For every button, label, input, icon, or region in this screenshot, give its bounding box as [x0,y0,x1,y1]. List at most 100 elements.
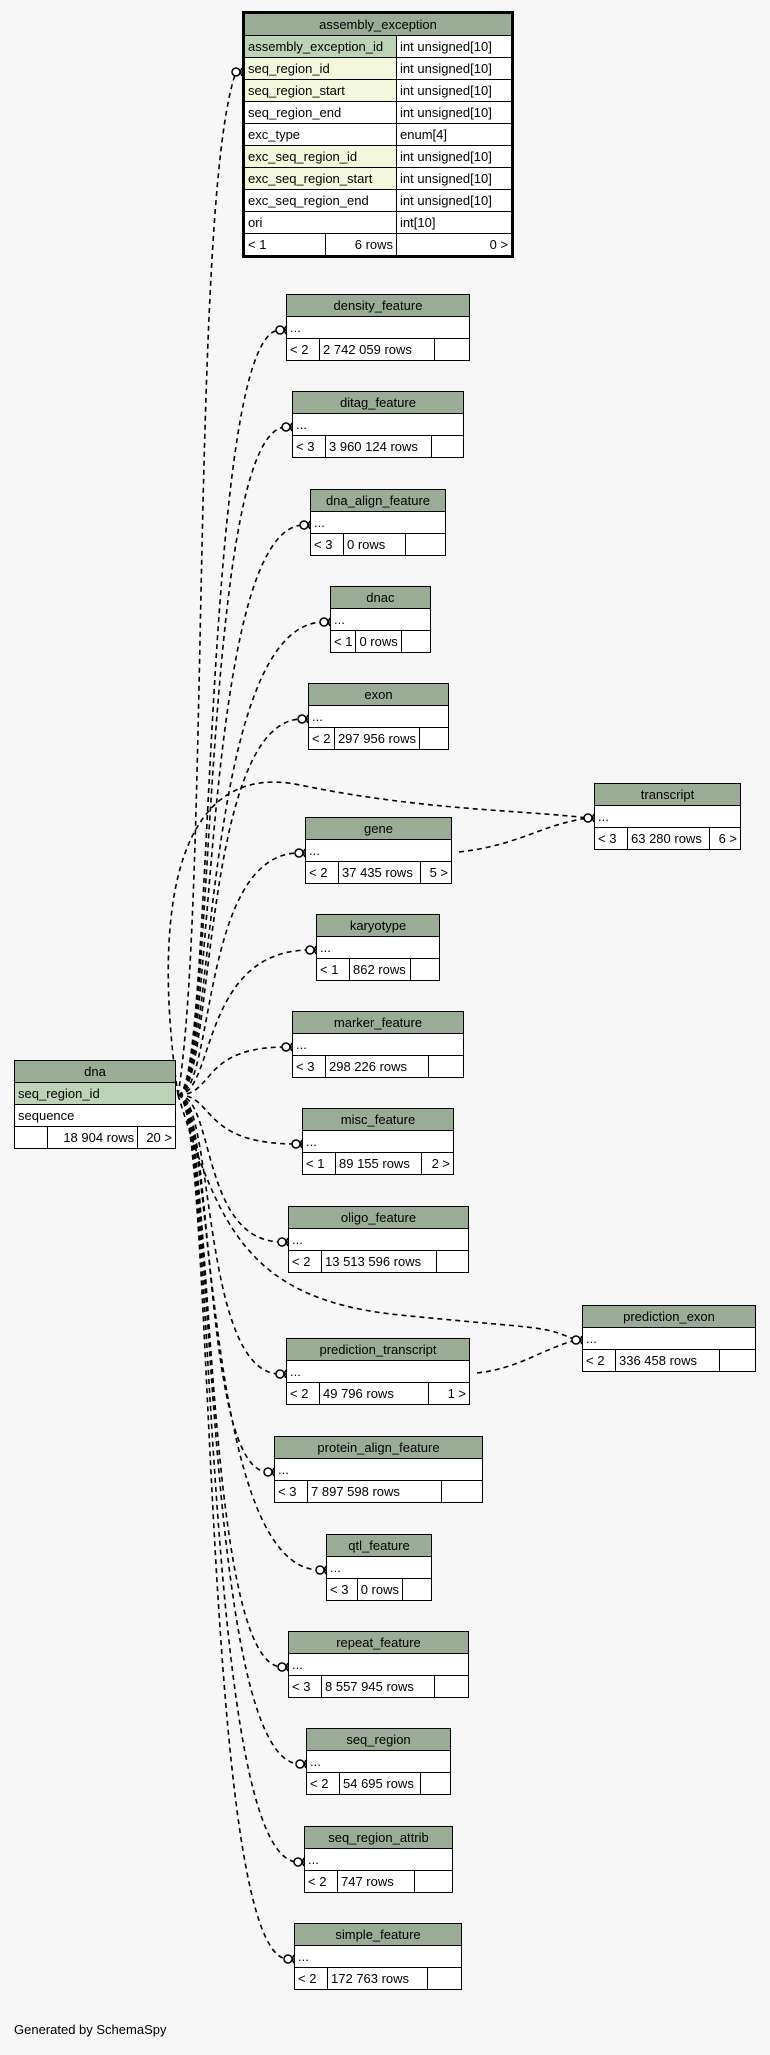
table-title[interactable]: dna [14,1060,176,1083]
table-title[interactable]: dna_align_feature [310,489,446,512]
children-count[interactable] [719,1349,756,1372]
parents-count[interactable]: < 2 [288,1250,322,1273]
optional-marker [283,1954,293,1964]
table-dna[interactable]: dna seq_region_id sequence 18 904 rows 2… [14,1060,176,1149]
parents-count[interactable]: < 3 [310,533,344,556]
parents-count[interactable] [14,1126,48,1149]
children-count[interactable]: 20 > [137,1126,176,1149]
table-title[interactable]: misc_feature [302,1108,454,1131]
edge-dna-simple-feature [177,1094,289,1960]
children-count[interactable] [435,1250,470,1273]
children-count[interactable] [400,630,431,653]
footer-credit: Generated by SchemaSpy [14,2022,167,2037]
table-title[interactable]: marker_feature [292,1011,464,1034]
children-count[interactable] [427,1055,465,1078]
table-title[interactable]: transcript [594,783,741,806]
children-count[interactable] [402,1578,432,1601]
children-count[interactable]: 6 > [709,827,741,850]
table-assembly-exception[interactable]: assembly_exception assembly_exception_id… [242,11,514,258]
children-count[interactable] [426,1967,463,1990]
table-title[interactable]: prediction_exon [582,1305,756,1328]
optional-marker [294,848,304,858]
children-count[interactable] [409,958,441,981]
children-count[interactable] [433,1675,470,1698]
table-title[interactable]: oligo_feature [288,1206,469,1229]
parents-count[interactable]: < 3 [292,435,326,458]
column-name: seq_region_end [242,101,398,124]
row-count: 7 897 598 rows [306,1480,443,1503]
column-name: sequence [14,1104,176,1127]
parents-count[interactable]: < 2 [304,1870,338,1893]
table-title[interactable]: karyotype [316,914,440,937]
crows-foot-marker [301,1857,305,1867]
table-title[interactable]: gene [305,817,452,840]
children-count[interactable]: 2 > [420,1152,455,1175]
parents-count[interactable]: < 3 [326,1578,358,1601]
children-count[interactable] [441,1480,483,1503]
table-title[interactable]: qtl_feature [326,1534,432,1557]
table-title[interactable]: repeat_feature [288,1631,469,1654]
table-title[interactable]: ditag_feature [292,391,464,414]
parents-count[interactable]: < 2 [308,727,335,750]
children-count[interactable] [405,533,446,556]
parents-count[interactable]: < 3 [292,1055,326,1078]
table-title[interactable]: dnac [330,586,431,609]
children-count[interactable] [419,1772,452,1795]
children-count[interactable]: 0 > [396,233,513,257]
parents-count[interactable]: < 3 [594,827,628,850]
optional-marker [319,617,329,627]
parents-count[interactable]: < 2 [294,1967,328,1990]
table-title[interactable]: prediction_transcript [286,1338,470,1361]
parents-count[interactable]: < 1 [329,630,357,653]
parents-count[interactable]: < 2 [306,1772,340,1795]
children-count[interactable] [434,338,470,361]
parents-count[interactable]: < 2 [305,861,339,884]
children-count[interactable] [430,435,465,458]
children-count[interactable] [414,1870,453,1893]
parents-count[interactable]: < 1 [243,233,326,257]
children-count[interactable]: 5 > [420,861,452,884]
table-title[interactable]: seq_region [306,1728,451,1751]
children-count[interactable] [419,727,449,750]
parents-count[interactable]: < 1 [316,958,350,981]
table-title[interactable]: seq_region_attrib [304,1826,453,1849]
crows-foot-marker [299,1139,303,1149]
parents-count[interactable]: < 3 [274,1480,308,1503]
parents-count[interactable]: < 3 [288,1675,322,1698]
children-count[interactable]: 1 > [428,1382,470,1405]
table-title[interactable]: protein_align_feature [274,1436,483,1459]
crows-foot-marker [591,813,595,823]
parents-count[interactable]: < 1 [302,1152,336,1175]
table-title[interactable]: simple_feature [294,1923,462,1946]
crows-foot-marker [285,1237,289,1247]
column-type: int unsigned[10] [396,145,513,168]
table-title[interactable]: assembly_exception [243,12,513,36]
parents-count[interactable]: < 2 [582,1349,616,1372]
row-count: 49 796 rows [318,1382,430,1405]
table-title[interactable]: exon [308,683,449,706]
table-title[interactable]: density_feature [286,294,470,317]
column-name: seq_region_id [242,57,398,80]
row-count: 89 155 rows [335,1152,422,1175]
parents-count[interactable]: < 2 [286,1382,320,1405]
parents-count[interactable]: < 2 [286,338,320,361]
